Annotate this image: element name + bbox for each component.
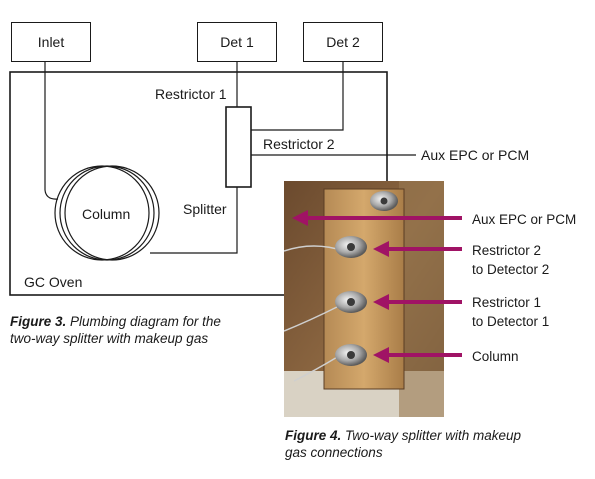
figure4-caption: Figure 4. Two-way splitter with makeup g… — [285, 427, 585, 461]
det1-label: Det 1 — [220, 34, 254, 50]
det2-box: Det 2 — [303, 22, 383, 62]
callout-r1-line1: Restrictor 1 — [472, 295, 542, 310]
figure3-caption-line2: two-way splitter with makeup gas — [10, 331, 209, 346]
callout-r2-line1: Restrictor 2 — [472, 243, 542, 258]
inlet-line — [44, 62, 59, 200]
figure4-caption-line1: Two-way splitter with makeup — [341, 428, 522, 443]
det2-label: Det 2 — [326, 34, 360, 50]
restrictor1-text: Restrictor 1 — [155, 86, 227, 102]
callout-r2-line2: to Detector 2 — [472, 262, 550, 277]
figure3-caption: Figure 3. Plumbing diagram for the two-w… — [10, 313, 270, 347]
gc-oven-text: GC Oven — [24, 274, 83, 290]
splitter-text: Splitter — [183, 201, 227, 217]
inlet-box: Inlet — [11, 22, 91, 62]
column-text: Column — [82, 206, 131, 222]
aux-epc-text: Aux EPC or PCM — [421, 147, 530, 163]
splitter-block — [225, 106, 252, 188]
det1-box: Det 1 — [197, 22, 277, 62]
figure3-caption-label: Figure 3. — [10, 314, 67, 329]
callout-r1-line2: to Detector 1 — [472, 314, 550, 329]
callout-aux: Aux EPC or PCM — [472, 212, 577, 227]
restrictor2-line — [251, 62, 344, 131]
figure4-caption-line2: gas connections — [285, 445, 383, 460]
figure4-caption-label: Figure 4. — [285, 428, 342, 443]
column-to-splitter-line — [150, 187, 238, 254]
splitter-photo — [284, 181, 444, 417]
figure3-caption-line1: Plumbing diagram for the — [66, 314, 221, 329]
inlet-label: Inlet — [37, 34, 65, 50]
restrictor2-text: Restrictor 2 — [263, 136, 335, 152]
column-coil-3 — [64, 165, 160, 261]
callout-column: Column — [472, 349, 519, 364]
splitter-photo-art — [284, 181, 444, 417]
